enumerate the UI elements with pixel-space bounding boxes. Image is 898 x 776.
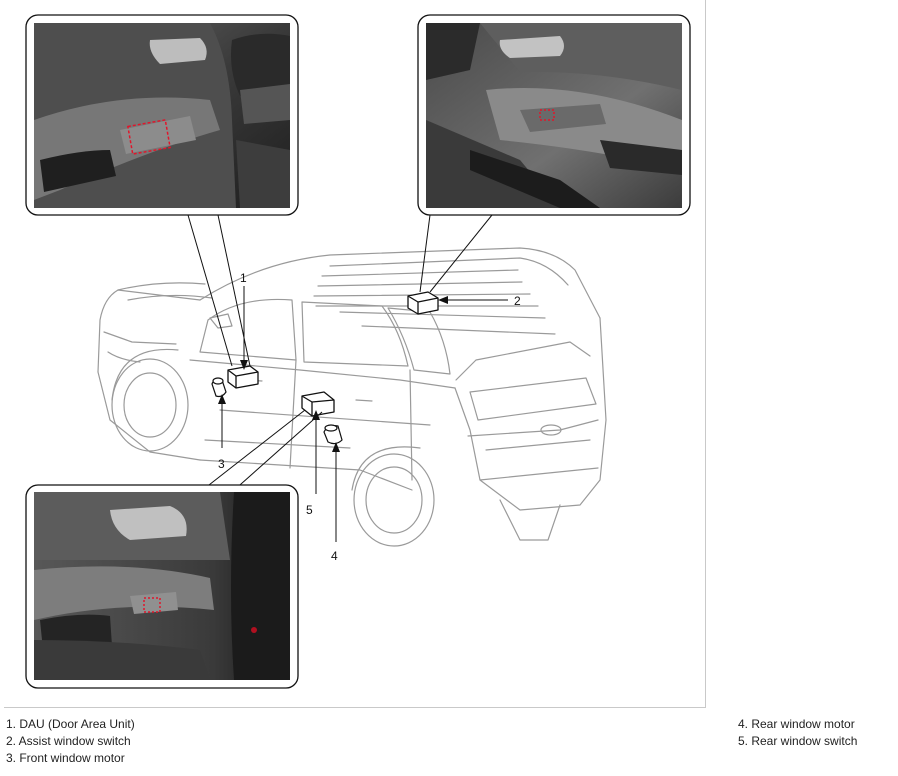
legend-left: 1. DAU (Door Area Unit) 2. Assist window… <box>6 716 135 767</box>
component-dau <box>227 365 259 389</box>
photo-rear-door <box>25 484 299 689</box>
callout-5: 5 <box>306 503 313 517</box>
leader-lines <box>187 214 508 542</box>
callout-1: 1 <box>240 271 247 285</box>
component-assist-window-switch <box>407 291 439 315</box>
arrowheads <box>218 296 448 452</box>
legend-item-2: 2. Assist window switch <box>6 734 131 748</box>
component-rear-window-switch <box>301 391 335 417</box>
photo-driver-door <box>25 14 299 216</box>
legend-right: 4. Rear window motor 5. Rear window swit… <box>738 716 857 750</box>
figure-frame <box>4 0 706 708</box>
callout-4: 4 <box>331 549 338 563</box>
callout-3: 3 <box>218 457 225 471</box>
callout-2: 2 <box>514 294 521 308</box>
component-front-window-motor <box>211 377 227 398</box>
diagram: 1 2 3 4 5 <box>25 14 691 689</box>
photo-passenger-door <box>417 14 691 216</box>
legend-item-1: 1. DAU (Door Area Unit) <box>6 717 135 731</box>
legend-item-3: 3. Front window motor <box>6 751 125 765</box>
component-rear-window-motor <box>323 424 343 445</box>
legend-item-5: 5. Rear window switch <box>738 734 858 748</box>
legend-item-4: 4. Rear window motor <box>738 717 855 731</box>
